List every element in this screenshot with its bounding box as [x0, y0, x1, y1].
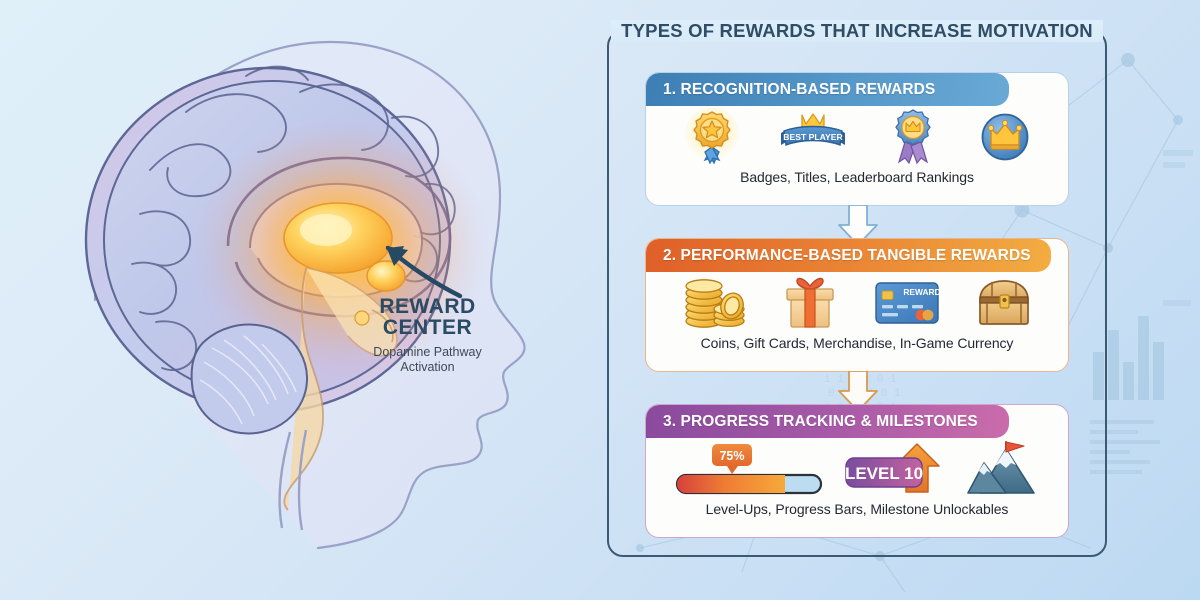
arrow-card2-to-card3: [836, 370, 880, 413]
arrow-card1-to-card2: [836, 204, 880, 247]
card-2-icon-row: REWARD: [646, 272, 1068, 336]
level-up-badge-icon: LEVEL 10: [843, 440, 947, 503]
card-3-title: 3. PROGRESS TRACKING & MILESTONES: [663, 412, 978, 430]
card-1-title: 1. RECOGNITION-BASED REWARDS: [663, 80, 936, 98]
reward-center-title-line1: REWARD: [379, 295, 476, 318]
level-text: LEVEL 10: [845, 464, 923, 483]
card-2-header: 2. PERFORMANCE-BASED TANGIBLE REWARDS: [646, 239, 1052, 272]
reward-center-sub-line1: Dopamine Pathway: [373, 345, 482, 359]
gold-medal-star-badge-icon: [683, 106, 741, 171]
brain-illustration: REWARD CENTER Dopamine Pathway Activatio…: [84, 40, 526, 550]
card-tangible-rewards[interactable]: 2. PERFORMANCE-BASED TANGIBLE REWARDS: [645, 238, 1069, 372]
gift-box-icon: [781, 276, 839, 335]
reward-card-text: REWARD: [903, 287, 940, 297]
best-player-banner-text: BEST PLAYER: [783, 132, 843, 142]
card-3-header: 3. PROGRESS TRACKING & MILESTONES: [646, 405, 1009, 438]
reward-center-sub-line2: Activation: [400, 360, 455, 374]
card-progress-milestones[interactable]: 3. PROGRESS TRACKING & MILESTONES: [645, 404, 1069, 538]
panel-title-text: TYPES OF REWARDS THAT INCREASE MOTIVATIO…: [611, 20, 1103, 42]
reward-credit-card-icon: REWARD: [874, 280, 940, 331]
progress-tooltip: 75%: [711, 443, 752, 474]
gold-coins-stack-icon: [682, 276, 746, 335]
mountain-flag-milestone-icon: [966, 440, 1040, 502]
reward-center-title-line2: CENTER: [382, 316, 473, 339]
card-3-icon-row: 75%: [646, 438, 1068, 502]
panel-title: TYPES OF REWARDS THAT INCREASE MOTIVATIO…: [607, 20, 1107, 42]
card-1-header: 1. RECOGNITION-BASED REWARDS: [646, 73, 1009, 106]
progress-value-text: 75%: [719, 449, 744, 463]
card-3-caption: Level-Ups, Progress Bars, Milestone Unlo…: [705, 501, 1009, 517]
crown-circle-badge-icon: [978, 110, 1032, 169]
pointer-arrow-icon: [385, 245, 463, 299]
progress-bar-icon[interactable]: 75%: [674, 440, 824, 503]
card-2-title: 2. PERFORMANCE-BASED TANGIBLE REWARDS: [663, 246, 1031, 264]
reward-center-label: REWARD CENTER Dopamine Pathway Activatio…: [330, 296, 525, 375]
treasure-chest-icon: [975, 278, 1033, 333]
card-1-icon-row: BEST PLAYER: [646, 106, 1068, 170]
card-1-caption: Badges, Titles, Leaderboard Rankings: [740, 169, 974, 185]
card-2-caption: Coins, Gift Cards, Merchandise, In-Game …: [700, 335, 1014, 351]
card-recognition-rewards[interactable]: 1. RECOGNITION-BASED REWARDS: [645, 72, 1069, 206]
best-player-banner-icon: BEST PLAYER: [778, 108, 848, 171]
crown-rosette-ribbon-icon: [885, 108, 941, 171]
